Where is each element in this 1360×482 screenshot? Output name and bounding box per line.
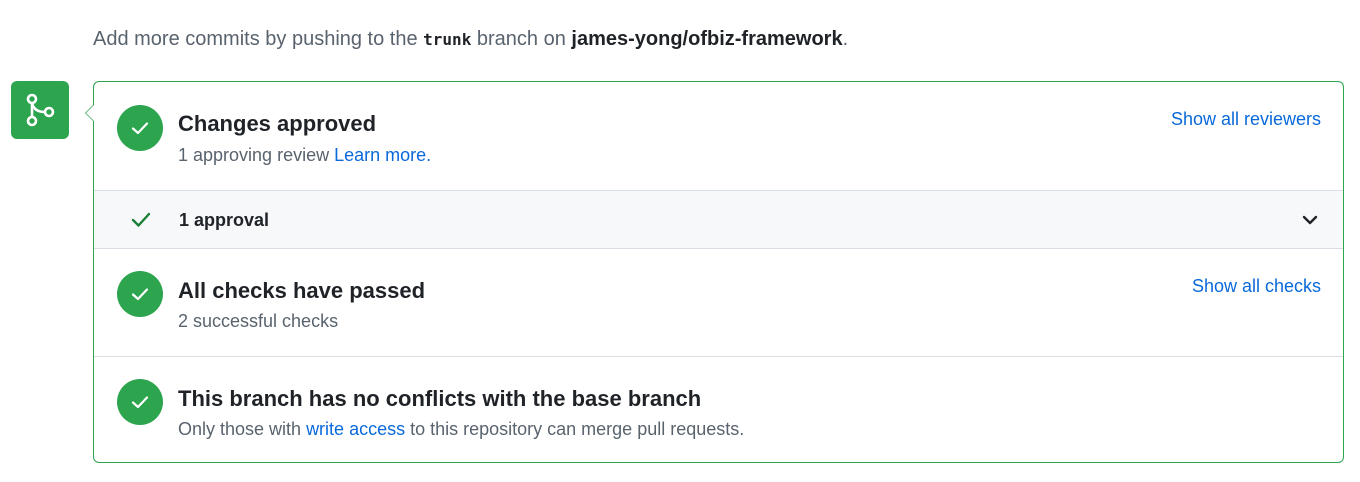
checks-subtitle: 2 successful checks [178,311,339,331]
repo-name: james-yong/ofbiz-framework [571,28,843,50]
show-all-reviewers-link[interactable]: Show all reviewers [1170,109,1321,129]
conflicts-subtitle: Only those with write access to this rep… [178,419,744,440]
conflicts-subtitle-prefix: Only those with [178,419,307,439]
approved-title: Changes approved [178,111,377,136]
checks-title: All checks have passed [178,278,426,303]
conflicts-subtitle-suffix: to this repository can merge pull reques… [405,419,745,439]
check-circle-icon [117,271,163,317]
approval-row[interactable]: 1 approval [94,190,1343,249]
git-merge-icon [11,81,69,139]
push-hint: Add more commits by pushing to the trunk… [93,28,848,51]
checks-section: All checks have passed 2 successful chec… [94,249,1343,357]
check-icon [130,210,152,235]
write-access-link[interactable]: write access [306,419,406,439]
approved-subtitle: 1 approving review Learn more. [178,145,431,166]
show-all-checks-link[interactable]: Show all checks [1191,276,1321,296]
learn-more-link[interactable]: Learn more. [334,145,432,165]
conflicts-section: This branch has no conflicts with the ba… [94,357,1343,463]
panel-caret-fill [86,104,95,122]
merge-status-panel: Changes approved 1 approving review Lear… [85,81,1344,463]
hint-prefix: Add more commits by pushing to the [93,28,424,50]
conflicts-title: This branch has no conflicts with the ba… [178,386,702,411]
chevron-down-icon[interactable] [1301,213,1319,232]
check-circle-icon [117,379,163,425]
approval-count: 1 approval [179,210,270,230]
hint-middle: branch on [471,28,572,50]
hint-suffix: . [842,28,849,50]
branch-name: trunk [423,30,472,49]
check-circle-icon [117,105,163,151]
approved-section: Changes approved 1 approving review Lear… [94,82,1343,190]
approved-subtitle-text: 1 approving review [178,145,335,165]
